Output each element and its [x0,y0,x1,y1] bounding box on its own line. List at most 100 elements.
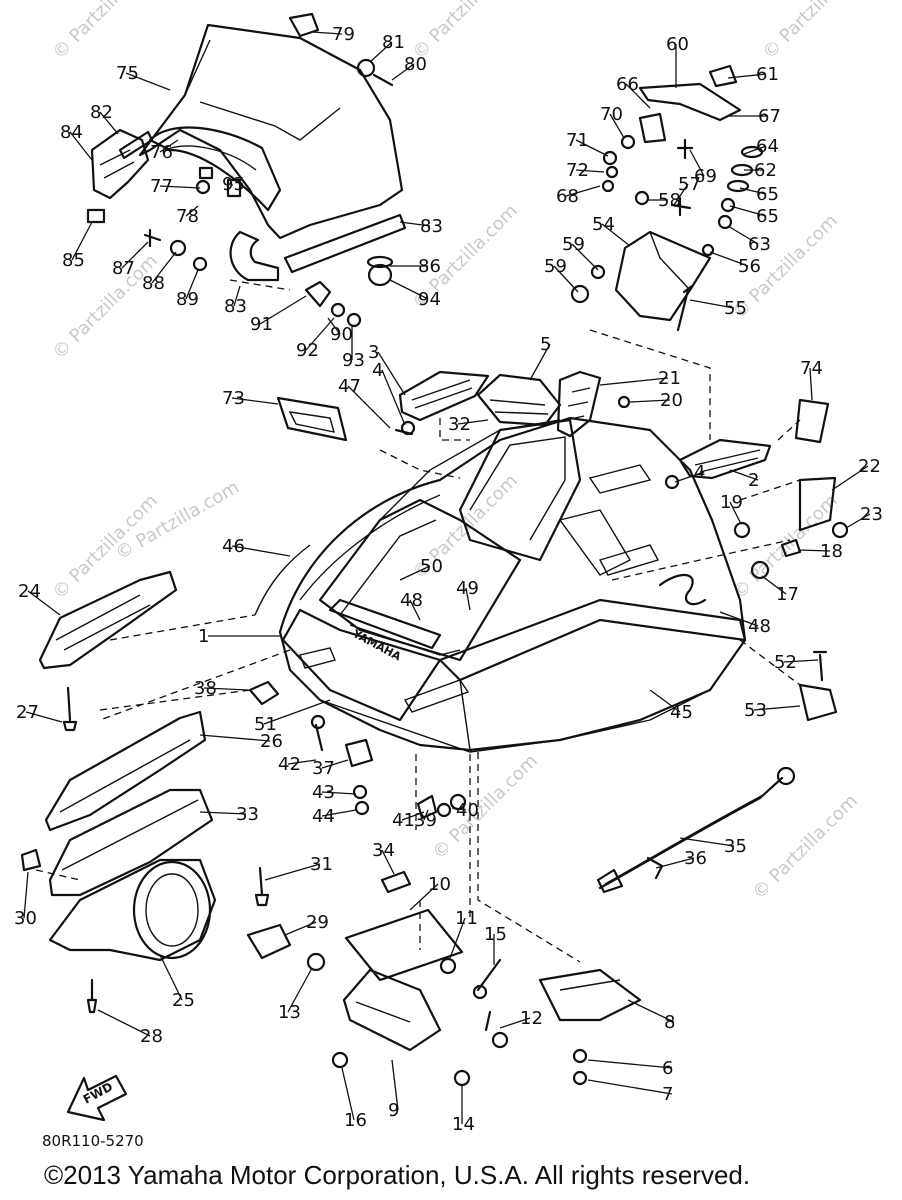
callout-28: 28 [140,1026,163,1047]
leader-line-21 [599,377,669,386]
callout-35: 35 [724,836,747,857]
leader-line-51 [263,699,331,725]
callout-69: 69 [694,166,717,187]
callout-59: 59 [544,256,567,277]
callout-10: 10 [428,874,451,895]
leader-line-37 [321,759,349,769]
callout-17: 17 [776,584,799,605]
callout-45: 45 [670,702,693,723]
callout-44: 44 [312,806,335,827]
leader-line-80 [391,63,415,81]
callout-31: 31 [310,854,333,875]
callout-43: 43 [312,782,335,803]
leader-line-79 [311,31,343,35]
callout-70: 70 [600,104,623,125]
leader-line-77 [159,185,201,189]
leader-line-94 [389,279,429,300]
leader-line-45 [649,689,681,713]
callout-7: 7 [662,1084,673,1105]
leader-line-8 [627,999,675,1023]
callout-89: 89 [176,289,199,310]
callout-90: 90 [330,324,353,345]
callout-49: 49 [456,578,479,599]
leader-line-89 [185,269,199,300]
callout-94: 94 [418,289,441,310]
copyright-notice: ©2013 Yamaha Motor Corporation, U.S.A. A… [44,1160,751,1190]
callout-74: 74 [800,358,823,379]
leader-line-6 [587,1059,673,1069]
callout-65: 65 [756,206,779,227]
callout-3: 3 [368,342,379,363]
callout-19: 19 [720,492,743,513]
leader-line-47 [347,385,391,429]
callout-numbers: 1234456789101112131415161718192021222324… [14,24,883,1135]
leader-line-81 [369,41,393,63]
leader-line-69 [689,149,705,177]
diagram-code: 80R110-5270 [42,1132,144,1150]
callout-23: 23 [860,504,883,525]
leader-line-12 [499,1017,531,1029]
left-side-parts [20,570,292,1014]
callout-55: 55 [724,298,747,319]
callout-21: 21 [658,368,681,389]
leader-line-71 [575,139,609,157]
cable-part [596,766,796,894]
callout-2: 2 [748,470,759,491]
leader-lines [23,31,871,1124]
leader-line-23 [845,513,871,529]
leader-line-57 [673,183,689,206]
leader-line-26 [199,734,271,742]
leader-line-55 [689,299,735,309]
leader-line-90 [327,317,341,335]
leader-line-82 [99,111,119,135]
leader-line-19 [729,501,741,523]
leader-line-20 [629,399,671,403]
callout-13: 13 [278,1002,301,1023]
callout-65: 65 [756,184,779,205]
leader-line-33 [199,811,247,815]
leader-line-36 [655,857,695,869]
assembly-lines [35,279,801,963]
callout-82: 82 [90,102,113,123]
leader-line-4 [674,471,705,483]
yamaha-logo: YAMAHA [350,627,404,664]
leader-line-39 [423,809,429,821]
callout-5: 5 [540,334,551,355]
leader-line-75 [125,72,171,91]
callout-38: 38 [194,678,217,699]
callout-83: 83 [420,216,443,237]
leader-line-29 [284,921,317,936]
callout-83: 83 [224,296,247,317]
watermark-1: © Partzilla.com [49,0,162,64]
callout-71: 71 [566,130,589,151]
leader-line-83 [399,221,431,227]
leader-line-83 [233,285,241,307]
callout-50: 50 [420,556,443,577]
callout-48: 48 [748,616,771,637]
leader-line-43 [321,791,357,795]
callout-30: 30 [14,908,37,929]
leader-line-85 [71,221,93,261]
leader-line-13 [287,967,313,1013]
callout-41: 41 [392,810,415,831]
leader-line-70 [609,113,625,139]
callout-24: 24 [18,581,41,602]
callout-48: 48 [400,590,423,611]
leader-line-53 [753,705,801,711]
callout-52: 52 [774,652,797,673]
leader-line-63 [727,225,759,245]
callout-59: 59 [562,234,585,255]
callout-29: 29 [306,912,329,933]
leader-line-88 [151,251,177,284]
callout-77: 77 [150,176,173,197]
leader-line-3 [377,351,406,396]
leader-line-10 [409,883,439,911]
callout-25: 25 [172,990,195,1011]
leader-line-59 [571,243,599,271]
lower-center-parts [306,714,642,1087]
leader-line-68 [565,185,601,197]
leader-line-25 [159,954,183,1001]
callout-40: 40 [456,800,479,821]
callout-18: 18 [820,541,843,562]
